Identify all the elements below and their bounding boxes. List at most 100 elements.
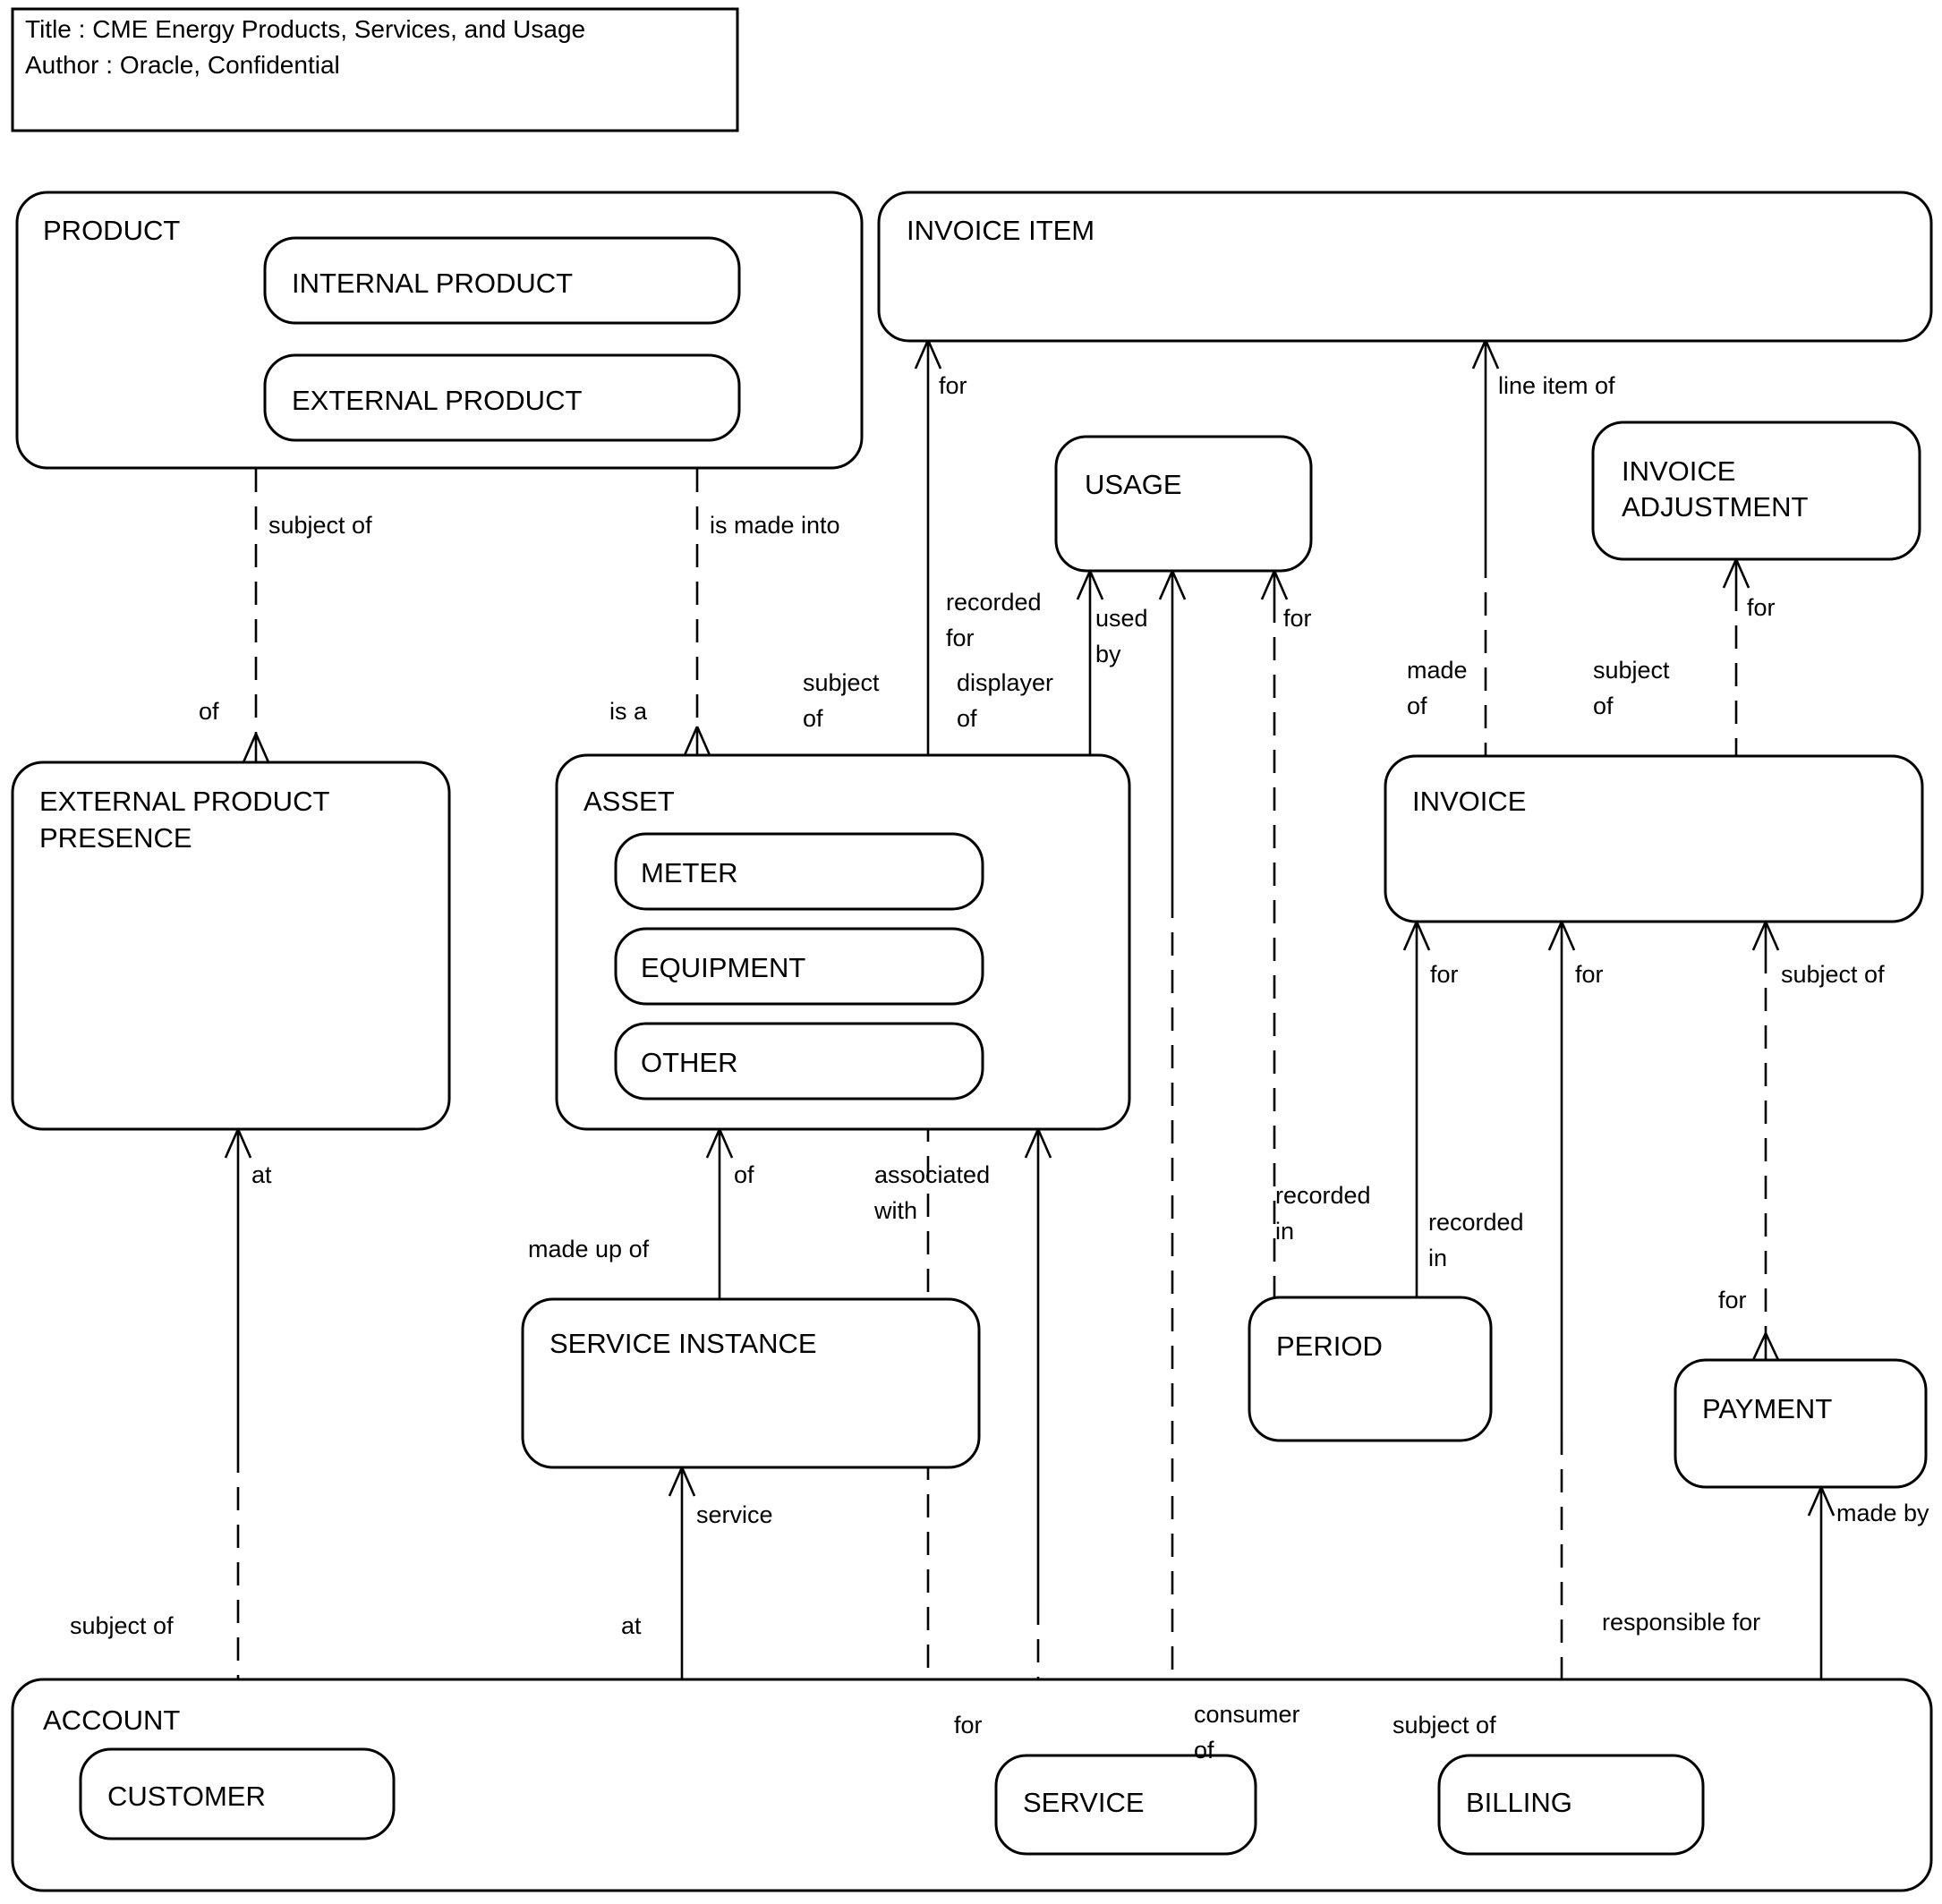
rel-invoice-item-invoice <box>1471 339 1500 756</box>
entity-asset-label: ASSET <box>583 786 675 817</box>
rel-label-asset-of: of <box>734 1161 754 1188</box>
entity-invoice-item[interactable]: INVOICE ITEM <box>877 191 1933 343</box>
rel-invoice-period <box>1402 921 1431 1297</box>
entity-payment[interactable]: PAYMENT <box>1674 1358 1928 1489</box>
rel-service-instance-account <box>668 1466 696 1679</box>
entity-period-label: PERIOD <box>1276 1330 1383 1362</box>
entity-asset[interactable]: ASSET METER EQUIPMENT OTHER <box>555 753 1131 1131</box>
rel-label-epp-at: at <box>251 1161 272 1188</box>
entity-account-label: ACCOUNT <box>43 1704 180 1736</box>
entity-usage-box[interactable] <box>1054 435 1313 573</box>
entity-product[interactable]: PRODUCT INTERNAL PRODUCT EXTERNAL PRODUC… <box>15 191 864 470</box>
rel-asset-service-instance <box>705 1128 734 1299</box>
rel-label-made-up-of: made up of <box>528 1236 650 1262</box>
entity-billing[interactable]: BILLING <box>1437 1754 1705 1856</box>
rel-label-invoice-adj-for: for <box>1747 594 1776 621</box>
entity-service-box[interactable] <box>994 1754 1257 1856</box>
subentity-external-product-label: EXTERNAL PRODUCT <box>292 385 582 416</box>
rel-label-payment-for: for <box>1718 1287 1747 1313</box>
rel-label-invoice-for-1: for <box>1430 961 1459 988</box>
rel-label-usage-recorded-in-2: in <box>1275 1218 1294 1245</box>
rel-label-displayer-of-1: displayer <box>957 669 1053 696</box>
subentity-external-product-box[interactable] <box>263 353 741 442</box>
rel-label-responsible-for: responsible for <box>1602 1609 1760 1636</box>
rel-label-service-instance-at: at <box>621 1612 642 1639</box>
rel-payment-account <box>1807 1486 1836 1679</box>
subentity-meter-label: METER <box>641 857 738 888</box>
subentity-meter-box[interactable] <box>614 832 984 911</box>
rel-label-invoice-item-for: for <box>939 372 967 399</box>
rel-label-usage-recorded-in-1: recorded <box>1275 1182 1371 1209</box>
entity-period[interactable]: PERIOD <box>1248 1296 1493 1442</box>
rel-usage-service <box>1158 570 1187 1755</box>
entity-invoice-adjustment-label-1: INVOICE <box>1622 455 1735 487</box>
subentity-other-label: OTHER <box>641 1047 738 1078</box>
rel-label-consumer-of-1: consumer <box>1194 1701 1300 1728</box>
rel-label-used-by-2: by <box>1095 641 1121 667</box>
rel-label-invoice-for-2: for <box>1575 961 1604 988</box>
rel-label-account-subject-of: subject of <box>70 1612 174 1639</box>
entity-billing-label: BILLING <box>1466 1787 1572 1818</box>
rel-label-recorded-for-1: recorded <box>946 589 1042 616</box>
rel-label-recorded-for-2: for <box>946 625 975 651</box>
rel-label-made-by: made by <box>1836 1500 1929 1526</box>
rel-label-made-of-2: of <box>1407 693 1427 719</box>
rel-label-asset-is-a: is a <box>609 698 648 725</box>
rel-label-line-item-of: line item of <box>1498 372 1615 399</box>
entity-invoice[interactable]: INVOICE <box>1384 754 1924 923</box>
rel-label-invoice-adj-subject-2: of <box>1593 693 1614 719</box>
entity-payment-box[interactable] <box>1674 1358 1928 1489</box>
rel-label-invoice-recorded-in-1: recorded <box>1428 1209 1524 1236</box>
rel-label-service: service <box>696 1501 773 1528</box>
title-line: Title : CME Energy Products, Services, a… <box>25 15 585 43</box>
rel-label-asset-subject-of-2: of <box>803 705 823 732</box>
entity-payment-label: PAYMENT <box>1702 1393 1832 1424</box>
subentity-equipment-box[interactable] <box>614 927 984 1006</box>
subentity-customer-box[interactable] <box>79 1747 396 1840</box>
rel-product-asset <box>683 469 711 756</box>
entity-external-product-presence-label-1: EXTERNAL PRODUCT <box>39 786 329 817</box>
entity-invoice-item-box[interactable] <box>877 191 1933 343</box>
rel-label-used-by-1: used <box>1095 605 1148 632</box>
rel-label-invoice-subject-of: subject of <box>1781 961 1885 988</box>
rel-label-consumer-of-2: of <box>1194 1737 1214 1764</box>
entity-external-product-presence-label-2: PRESENCE <box>39 822 192 854</box>
rel-label-product-is-made-into: is made into <box>710 512 840 539</box>
rel-label-product-subject-of: subject of <box>268 512 372 539</box>
entity-service-label: SERVICE <box>1023 1787 1145 1818</box>
entity-invoice-adjustment-box[interactable] <box>1591 421 1921 561</box>
rel-external-product-presence-account <box>224 1128 252 1679</box>
entity-product-label: PRODUCT <box>43 215 180 246</box>
subentity-internal-product-box[interactable] <box>263 236 741 325</box>
entity-service-instance-label: SERVICE INSTANCE <box>549 1328 817 1359</box>
rel-label-invoice-recorded-in-2: in <box>1428 1245 1447 1271</box>
entity-invoice-adjustment[interactable]: INVOICE ADJUSTMENT <box>1591 421 1921 561</box>
entity-service-instance-box[interactable] <box>521 1297 981 1469</box>
entity-service[interactable]: SERVICE <box>994 1754 1257 1856</box>
author-line: Author : Oracle, Confidential <box>25 51 340 79</box>
entity-service-instance[interactable]: SERVICE INSTANCE <box>521 1297 981 1469</box>
entity-usage-label: USAGE <box>1085 469 1182 500</box>
rel-label-invoice-adj-subject-1: subject <box>1593 657 1670 684</box>
rel-label-billing-subject-of: subject of <box>1393 1712 1496 1738</box>
rel-usage-asset <box>1076 570 1104 756</box>
entity-external-product-presence-box[interactable] <box>11 761 451 1131</box>
rel-label-asset-subject-of-1: subject <box>803 669 880 696</box>
entity-usage[interactable]: USAGE <box>1054 435 1313 573</box>
entity-billing-box[interactable] <box>1437 1754 1705 1856</box>
rel-label-account-service-for: for <box>954 1712 983 1738</box>
rel-product-external-product-presence <box>242 469 270 763</box>
subentity-other-box[interactable] <box>614 1022 984 1101</box>
subentity-equipment-label: EQUIPMENT <box>641 952 805 983</box>
subentity-internal-product-label: INTERNAL PRODUCT <box>292 268 573 299</box>
entity-period-box[interactable] <box>1248 1296 1493 1442</box>
entity-invoice-item-label: INVOICE ITEM <box>907 215 1095 246</box>
rel-asset-service <box>1024 1128 1052 1755</box>
rel-usage-period <box>1260 570 1289 1297</box>
entity-external-product-presence[interactable]: EXTERNAL PRODUCT PRESENCE <box>11 761 451 1131</box>
entity-invoice-box[interactable] <box>1384 754 1924 923</box>
rel-label-associated-with-2: with <box>873 1197 917 1224</box>
rel-label-epp-of: of <box>199 698 219 725</box>
rel-label-made-of-1: made <box>1407 657 1468 684</box>
subentity-customer-label: CUSTOMER <box>107 1781 266 1812</box>
